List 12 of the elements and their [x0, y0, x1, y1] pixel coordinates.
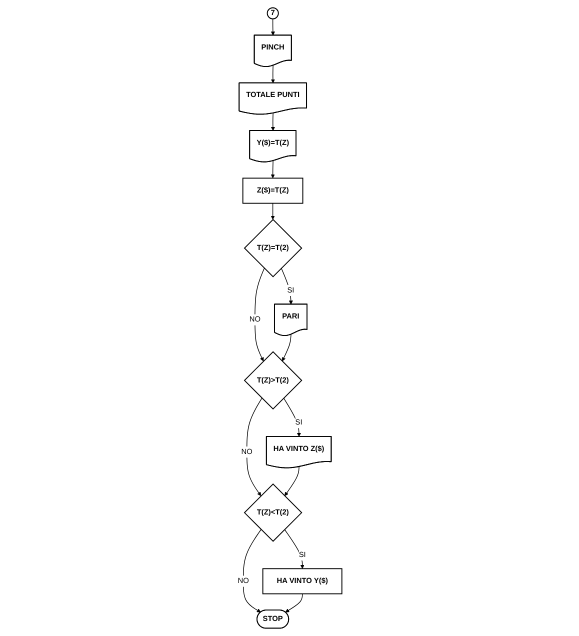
arrow	[270, 65, 275, 84]
arrow	[284, 593, 302, 612]
arrow	[270, 18, 275, 36]
arrow	[284, 466, 300, 496]
arrow	[246, 398, 262, 496]
arrow	[284, 529, 304, 569]
arrow	[270, 112, 275, 131]
arrow	[242, 529, 262, 612]
arrow	[270, 202, 275, 220]
arrow	[282, 334, 292, 362]
arrow	[254, 268, 264, 362]
arrow	[270, 160, 275, 178]
